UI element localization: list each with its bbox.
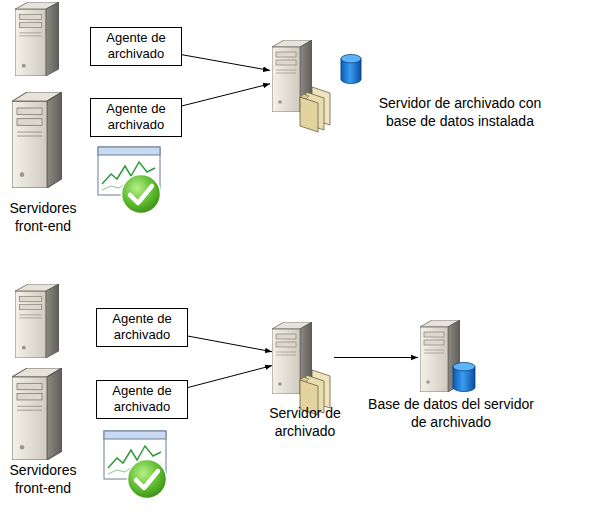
agent-label: Agente de archivado (95, 30, 177, 63)
agent-box: Agente de archivado (96, 308, 188, 347)
arrow-connector (334, 357, 418, 358)
agent-label: Agente de archivado (95, 101, 177, 134)
server-icon (12, 368, 62, 460)
server-label: Base de datos del servidor de archivado (366, 396, 536, 431)
agent-box: Agente de archivado (90, 27, 182, 66)
server-icon (15, 2, 59, 76)
arrow-connector (182, 84, 270, 106)
server-node: Servidor de archivado (272, 320, 334, 395)
arrow-connector (182, 55, 270, 71)
check-icon (122, 175, 161, 214)
folders-icon (300, 87, 330, 132)
server-node: Servidor de archivado con base de datos … (270, 40, 332, 112)
agent-label: Agente de archivado (101, 383, 183, 416)
group-label: Servidores front-end (0, 200, 86, 235)
arrow-connector (188, 366, 272, 388)
server-node: Base de datos del servidor de archivado (418, 320, 462, 395)
server-icon (12, 92, 62, 188)
agent-box: Agente de archivado (96, 380, 188, 419)
database-icon (341, 54, 361, 83)
server-label: Servidor de archivado (255, 405, 355, 440)
agent-box: Agente de archivado (90, 98, 182, 137)
agent-label: Agente de archivado (101, 311, 183, 344)
check-icon (128, 460, 167, 499)
group-label: Servidores front-end (0, 462, 86, 497)
server-icon (15, 284, 59, 358)
database-icon (453, 362, 475, 391)
arrow-connector (188, 336, 272, 352)
server-label: Servidor de archivado con base de datos … (365, 95, 555, 130)
